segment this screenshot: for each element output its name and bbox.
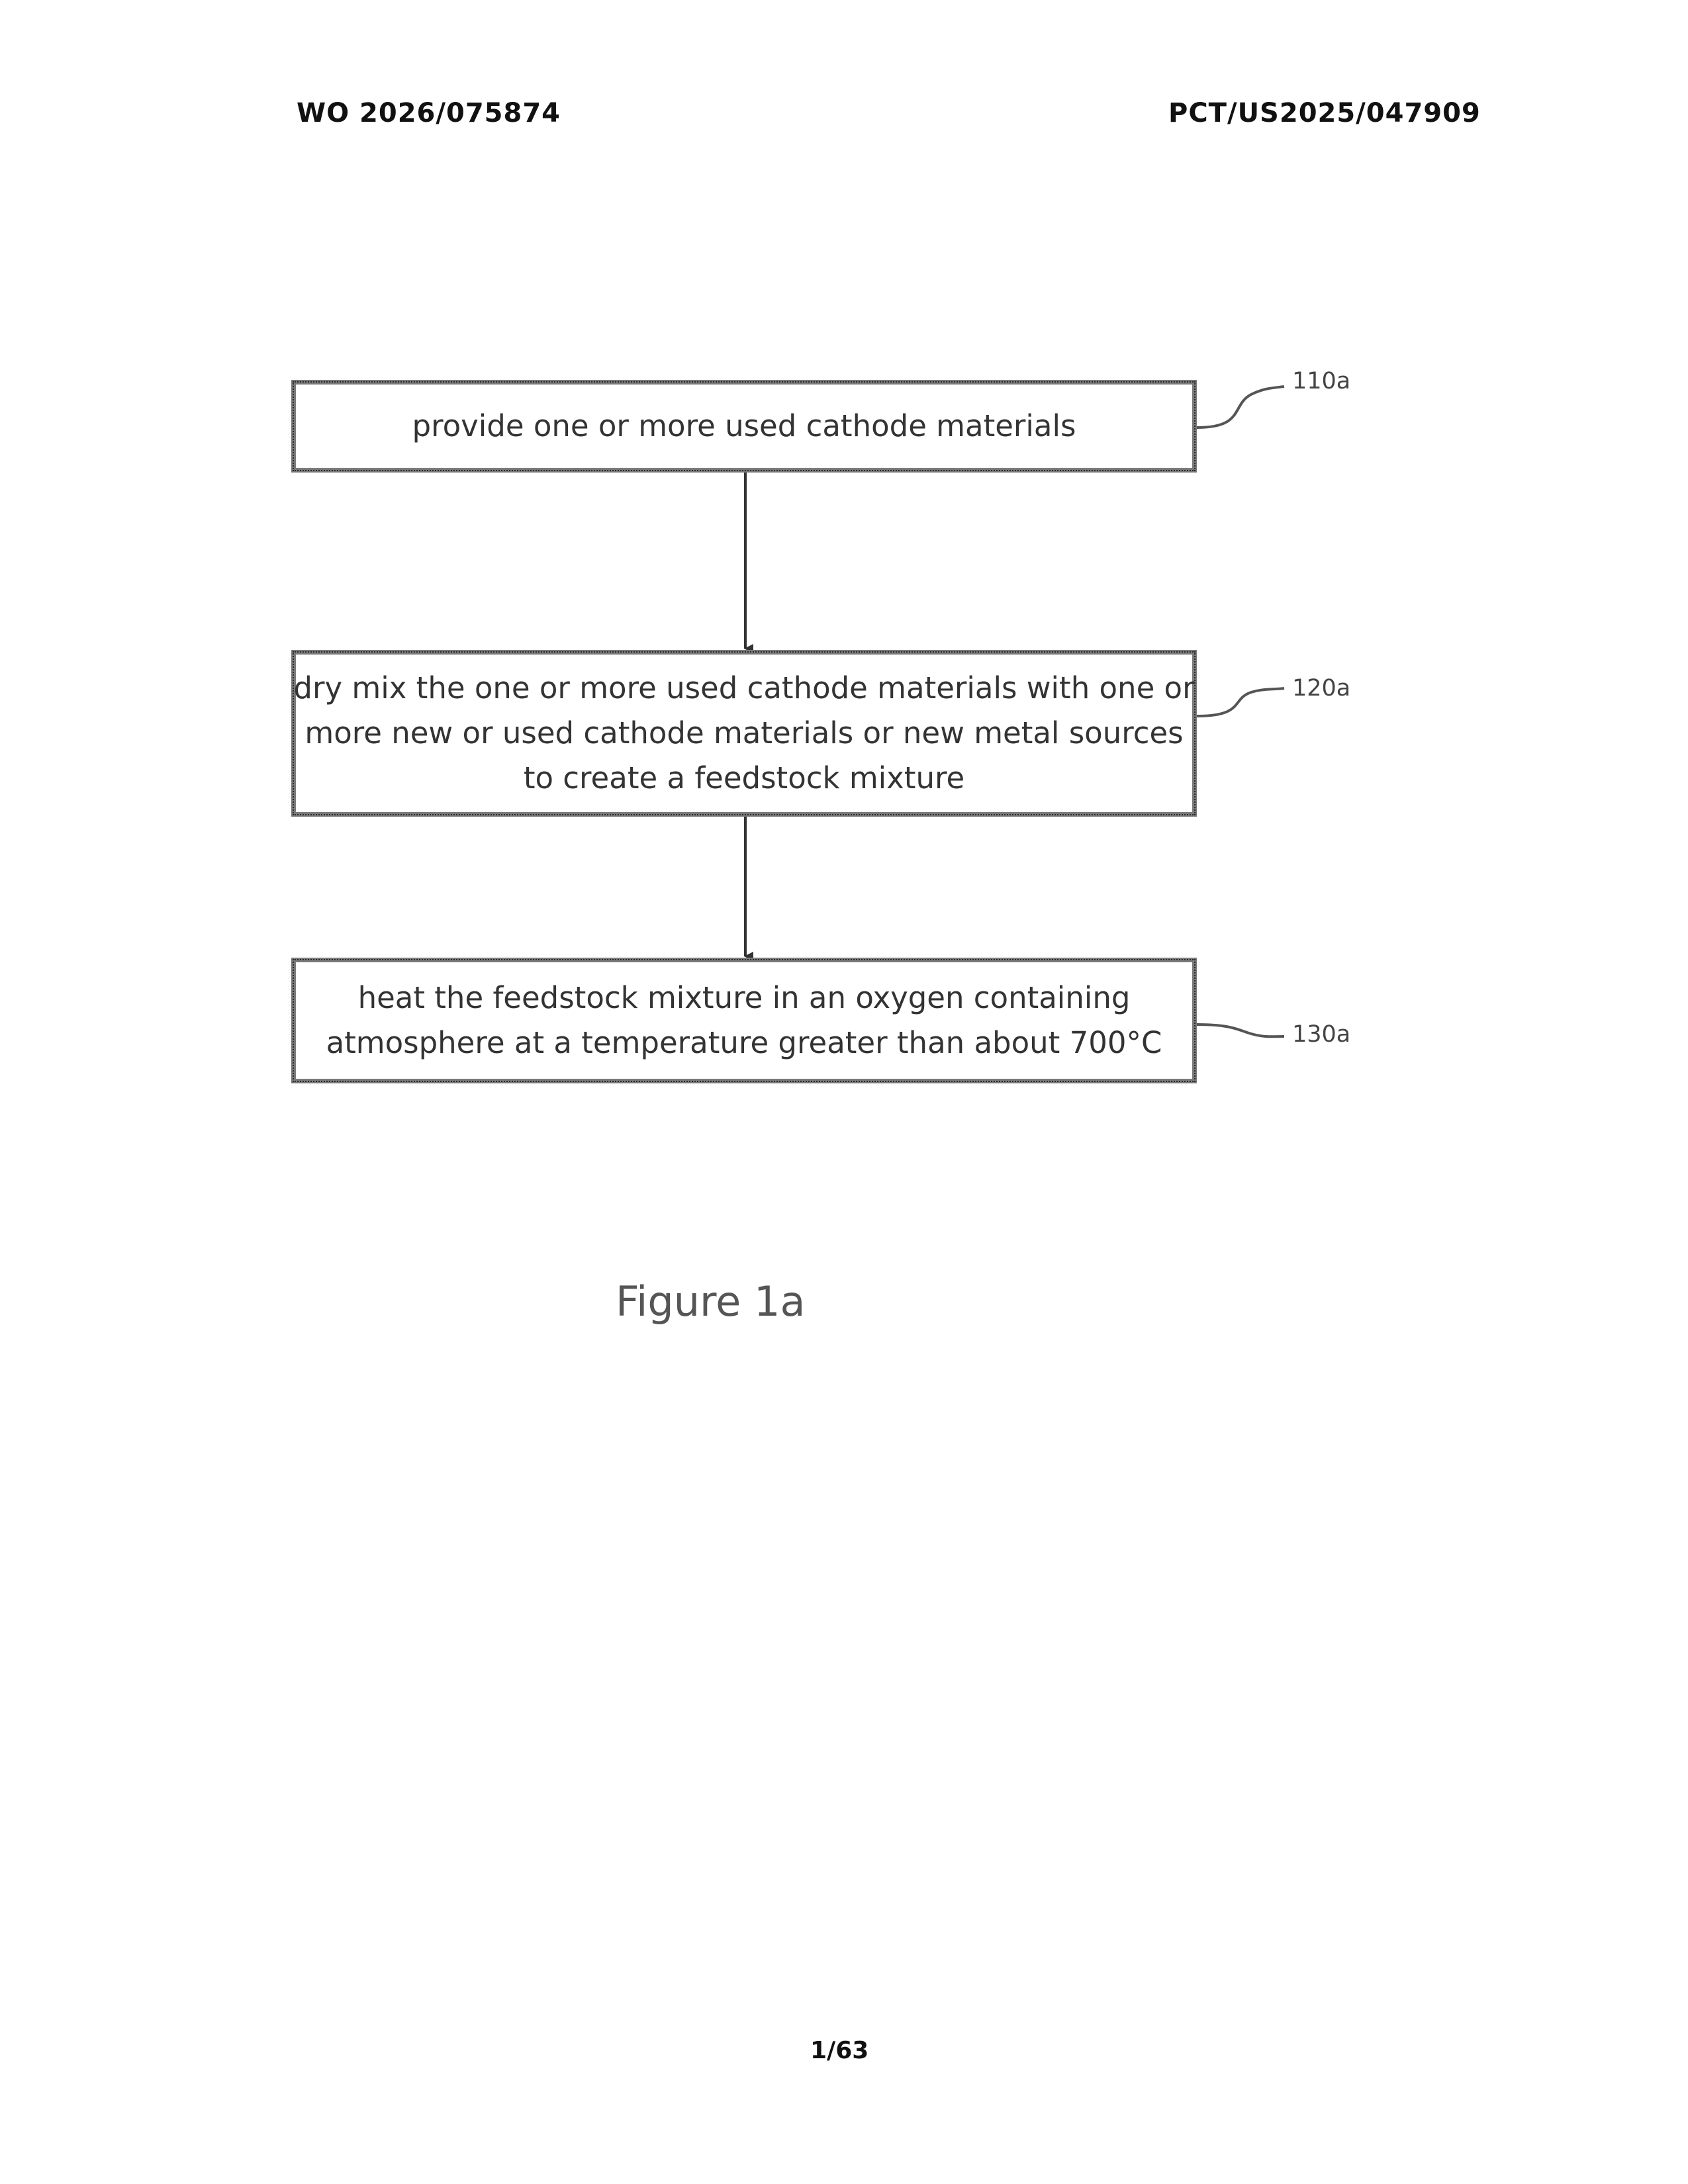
reference-numeral-110a: 110a xyxy=(1292,368,1350,394)
step-text: dry mix the one or more used cathode mat… xyxy=(293,666,1194,711)
step-text: provide one or more used cathode materia… xyxy=(412,404,1076,449)
step-text: atmosphere at a temperature greater than… xyxy=(326,1021,1162,1066)
step-box-110a: provide one or more used cathode materia… xyxy=(291,380,1197,473)
step-box-130a: heat the feedstock mixture in an oxygen … xyxy=(291,958,1197,1083)
step-box-120a: dry mix the one or more used cathode mat… xyxy=(291,650,1197,817)
leader-line-110a xyxy=(1197,387,1284,428)
leader-line-130a xyxy=(1197,1024,1284,1036)
reference-numeral-130a: 130a xyxy=(1292,1021,1350,1048)
reference-numeral-120a: 120a xyxy=(1292,675,1350,702)
step-text: to create a feedstock mixture xyxy=(524,756,964,801)
page-number: 1/63 xyxy=(810,2037,868,2064)
step-text: heat the feedstock mixture in an oxygen … xyxy=(358,976,1131,1021)
leader-line-120a xyxy=(1197,688,1284,716)
figure-caption: Figure 1a xyxy=(616,1277,805,1326)
step-text: more new or used cathode materials or ne… xyxy=(305,711,1183,756)
